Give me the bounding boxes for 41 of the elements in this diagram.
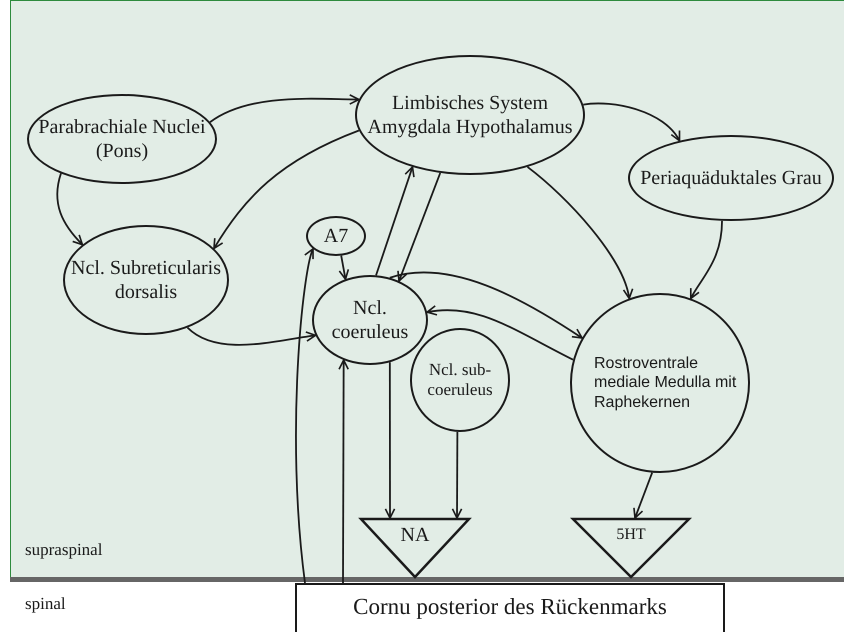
node-label: Cornu posterior des Rückenmarks (353, 593, 667, 621)
ellipse-node (27, 94, 217, 184)
ellipse-node (306, 216, 366, 256)
arrow (295, 248, 316, 584)
ellipse-node (312, 275, 428, 365)
ellipse-node (628, 135, 834, 221)
node-label: Periaquäduktales Grau (640, 166, 822, 190)
node-label: Rostroventrale mediale Medulla mit Raphekernen (594, 354, 738, 412)
arrow (338, 256, 350, 280)
ellipse-node (410, 328, 510, 432)
node-label: NA (400, 523, 430, 547)
triangle-node (572, 518, 690, 578)
arrow (213, 130, 360, 250)
arrow (56, 173, 84, 246)
ellipse-node (355, 55, 585, 175)
arrow (375, 166, 415, 276)
node-label: Limbisches System Amygdala Hypothalamus (366, 91, 574, 139)
arrow (633, 472, 653, 519)
arrow (186, 326, 316, 346)
ellipse-node (63, 225, 229, 335)
arrow (583, 102, 680, 142)
arrow (426, 306, 574, 360)
triangle-node (360, 518, 470, 578)
region-label: supraspinal (25, 540, 102, 560)
node-label: 5HT (616, 525, 646, 545)
node-label: Ncl. sub- coeruleus (426, 360, 494, 400)
arrow (390, 272, 583, 339)
arrow (397, 172, 442, 282)
arrow (338, 359, 350, 583)
arrow (690, 220, 723, 300)
node-label: Ncl. coeruleus (330, 296, 410, 344)
arrow (384, 362, 396, 519)
node-label: A7 (324, 224, 348, 248)
arrow (452, 432, 462, 519)
node-label: Ncl. Subreticularis dorsalis (70, 256, 222, 304)
arrow (210, 94, 360, 123)
node-label: Parabrachiale Nuclei (Pons) (37, 115, 207, 163)
box-node (295, 583, 725, 632)
region-label: spinal (25, 594, 66, 614)
ellipse-node (570, 293, 750, 473)
arrow (526, 166, 633, 300)
